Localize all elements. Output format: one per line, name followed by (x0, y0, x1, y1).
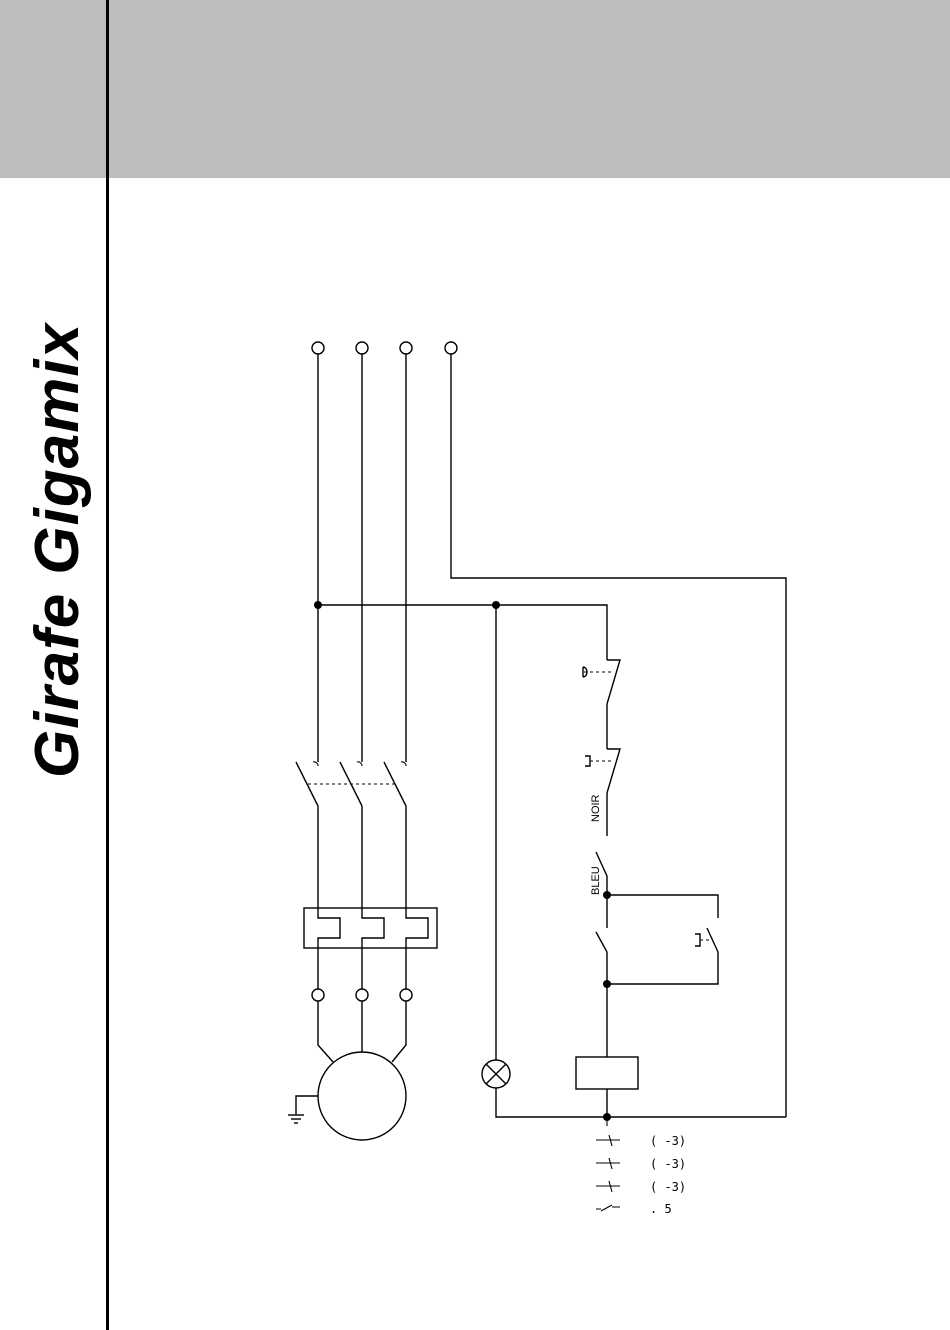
control-circuit: NOIR BLEU (576, 660, 718, 1126)
motor (288, 1052, 406, 1140)
label-bleu: BLEU (590, 866, 602, 895)
terminal-l1 (312, 342, 324, 354)
legend-text: . 5 (650, 1202, 672, 1216)
contact-legend: ( -3) ( -3) ( -3) . 5 (596, 1134, 686, 1216)
contactor-coil (576, 1057, 638, 1089)
holding-contact (596, 895, 607, 984)
terminal-n (445, 342, 457, 354)
legend-text: ( -3) (650, 1157, 686, 1171)
phase-lines (314, 354, 786, 1117)
legend-symbol-nc (596, 1181, 620, 1192)
thermal-overload-relay (304, 908, 437, 989)
parallel-start-button (607, 895, 718, 984)
motor-terminals (312, 989, 412, 1062)
terminal-l3 (400, 342, 412, 354)
legend-symbol-nc (596, 1158, 620, 1169)
overload-nc-contact (583, 660, 620, 749)
legend-symbol-nc (596, 1135, 620, 1146)
legend-symbol-no (596, 1205, 620, 1211)
junction-node (314, 601, 322, 609)
supply-terminals (312, 342, 457, 354)
terminal-l2 (356, 342, 368, 354)
legend-text: ( -3) (650, 1134, 686, 1148)
label-noir: NOIR (590, 794, 602, 822)
legend-text: ( -3) (650, 1180, 686, 1194)
contactor-main-contacts (296, 762, 406, 910)
